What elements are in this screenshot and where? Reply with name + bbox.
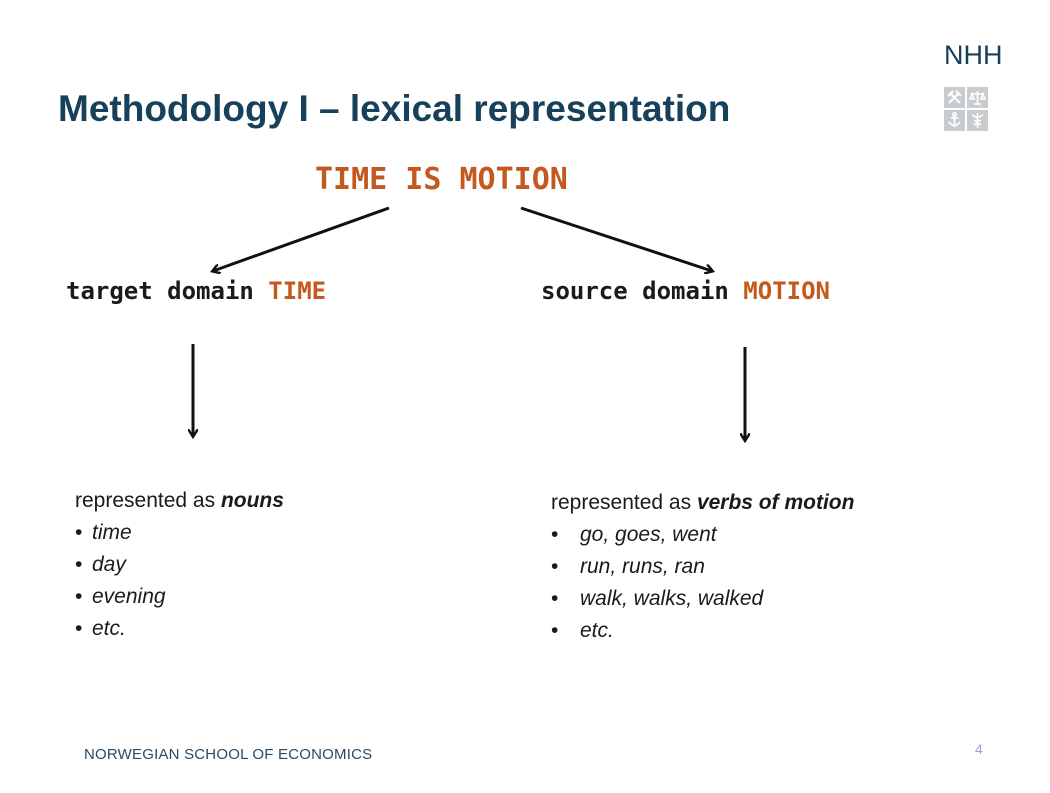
bullet-icon: • [75, 585, 83, 608]
target-representation-block: represented as nouns • time • day • evening… [75, 485, 395, 645]
arrow-to-source [520, 206, 712, 271]
footer-school-name: NORWEGIAN SCHOOL OF ECONOMICS [84, 746, 373, 763]
list-item-text: etc. [92, 617, 126, 640]
bullet-icon: • [551, 619, 559, 642]
source-domain-accent: MOTION [743, 277, 830, 305]
page-number: 4 [975, 741, 983, 757]
list-item: • etc. [75, 613, 395, 645]
bullet-icon: • [551, 555, 559, 578]
anchor-icon [948, 111, 961, 127]
target-domain-accent: TIME [268, 277, 327, 305]
list-item-text: day [92, 553, 126, 576]
target-domain-heading: target domain TIME [66, 277, 326, 305]
target-representation-intro: represented as nouns [75, 485, 395, 517]
source-domain-heading: source domain MOTION [541, 277, 830, 305]
list-item: • time [75, 517, 395, 549]
arrow-to-target [213, 206, 390, 271]
scales-icon [968, 91, 987, 105]
bullet-icon: • [551, 523, 559, 546]
list-item-text: time [92, 521, 132, 544]
bullet-icon: • [551, 587, 559, 610]
source-representation-block: represented as verbs of motion • go, goes… [551, 487, 871, 647]
list-item: • evening [75, 581, 395, 613]
list-item: • walk, walks, walked [551, 583, 871, 615]
bullet-icon: • [75, 553, 83, 576]
list-item: • day [75, 549, 395, 581]
caduceus-icon [971, 113, 984, 128]
bullet-icon: • [75, 521, 83, 544]
list-item-text: go, goes, went [580, 523, 717, 546]
bullet-icon: • [75, 617, 83, 640]
list-item-text: walk, walks, walked [580, 587, 764, 610]
list-item-text: etc. [580, 619, 614, 642]
source-representation-intro: represented as verbs of motion [551, 487, 871, 519]
central-concept-label: TIME IS MOTION [315, 162, 568, 197]
list-item-text: run, runs, ran [580, 555, 705, 578]
list-item: • go, goes, went [551, 519, 871, 551]
target-domain-prefix: target domain [66, 277, 269, 305]
noun-list: • time • day • evening • etc. [75, 517, 395, 645]
intro-emphasis: verbs of motion [696, 491, 855, 514]
nhh-emblem-icon [944, 87, 988, 131]
intro-text: represented as [75, 489, 221, 512]
crossed-hammers-icon [947, 90, 962, 104]
verb-list: • go, goes, went • run, runs, ran • walk, w… [551, 519, 871, 647]
intro-text: represented as [551, 491, 697, 514]
list-item-text: evening [92, 585, 166, 608]
source-domain-prefix: source domain [541, 277, 744, 305]
list-item: • run, runs, ran [551, 551, 871, 583]
slide-title: Methodology I – lexical representation [58, 88, 731, 129]
intro-emphasis: nouns [220, 489, 284, 512]
list-item: • etc. [551, 615, 871, 647]
nhh-logo-text: NHH [944, 40, 1003, 70]
